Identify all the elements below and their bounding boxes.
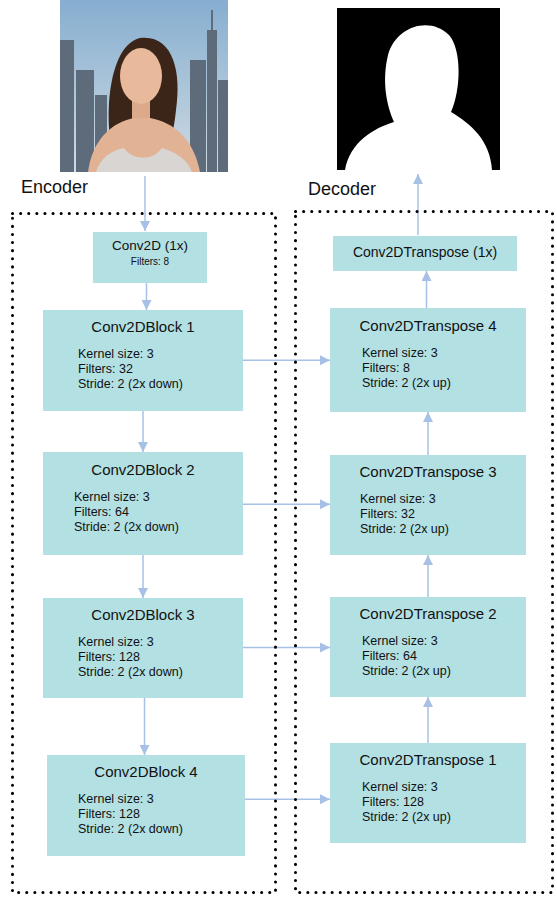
flow-arrow	[146, 283, 148, 310]
layer-parameter: Filters: 32	[360, 507, 415, 522]
dotted-border	[296, 212, 553, 893]
flow-arrow	[142, 555, 144, 598]
layer-box: Conv2DTranspose (1x)	[333, 236, 517, 271]
section-heading: Decoder	[308, 178, 376, 200]
layer-box: Conv2DBlock 3 Kernel size: 3Filters: 128S…	[43, 598, 243, 698]
flow-arrow	[427, 412, 429, 455]
layer-parameter: Kernel size: 3	[78, 792, 154, 807]
layer-box: Conv2DTranspose 2 Kernel size: 3Filters: …	[330, 597, 526, 697]
layer-box: Conv2DBlock 2 Kernel size: 3Filters: 64St…	[43, 452, 243, 555]
flow-arrow	[426, 271, 428, 308]
layer-parameter: Filters: 64	[362, 649, 417, 664]
layer-title: Conv2DTranspose 4	[359, 317, 496, 335]
input-photo	[60, 0, 228, 172]
mask-silhouette	[345, 25, 492, 170]
layer-title: Conv2DTranspose 2	[359, 605, 496, 623]
layer-parameter: Kernel size: 3	[74, 490, 150, 505]
layer-parameter: Stride: 2 (2x down)	[78, 377, 183, 392]
layer-parameter: Stride: 2 (2x down)	[78, 665, 183, 680]
photo-buildings	[60, 10, 228, 172]
network-section: Conv2DTranspose (1x) Conv2DTranspose 4 Ker…	[294, 210, 554, 894]
network-section: Conv2D (1x) Filters: 8 Conv2DBlock 1 Kernel…	[11, 212, 277, 894]
layer-parameter: Kernel size: 3	[362, 780, 438, 795]
layer-parameter: Filters: 128	[362, 795, 424, 810]
layer-title: Conv2DBlock 4	[94, 763, 197, 781]
flow-arrow	[245, 799, 330, 801]
flow-arrow	[243, 647, 330, 649]
layer-parameter: Filters: 8	[362, 361, 410, 376]
layer-parameter: Filters: 32	[78, 362, 133, 377]
layer-title: Conv2DBlock 2	[91, 461, 194, 479]
layer-parameter: Filters: 64	[74, 505, 129, 520]
layer-parameter: Stride: 2 (2x down)	[78, 822, 183, 837]
layer-parameter: Filters: 128	[78, 650, 140, 665]
flow-arrow	[243, 360, 330, 362]
layer-title: Conv2DBlock 1	[91, 318, 194, 336]
flow-arrow	[427, 555, 429, 597]
photo-sky	[60, 0, 228, 172]
layer-box: Conv2DBlock 4 Kernel size: 3Filters: 128S…	[47, 755, 245, 856]
layer-parameter: Stride: 2 (2x up)	[362, 376, 451, 391]
layer-box: Conv2DTranspose 4 Kernel size: 3Filters: …	[330, 308, 526, 412]
layer-parameter: Kernel size: 3	[362, 634, 438, 649]
input-arrow	[144, 176, 146, 231]
flow-arrow	[243, 504, 330, 506]
layer-title: Conv2D (1x)	[112, 238, 188, 254]
photo-person	[88, 38, 200, 172]
layer-parameter: Filters: 128	[78, 807, 140, 822]
layer-title: Conv2DTranspose 1	[359, 751, 496, 769]
section-heading: Encoder	[21, 176, 88, 198]
layer-parameter: Stride: 2 (2x up)	[360, 522, 449, 537]
layer-parameter: Kernel size: 3	[78, 635, 154, 650]
layer-parameter: Stride: 2 (2x down)	[74, 520, 179, 535]
layer-title: Conv2DBlock 3	[91, 606, 194, 624]
layer-box: Conv2D (1x) Filters: 8	[93, 232, 207, 283]
flow-arrow	[427, 697, 429, 743]
dotted-border	[13, 214, 276, 893]
layer-parameter: Stride: 2 (2x up)	[362, 810, 451, 825]
layer-parameter: Stride: 2 (2x up)	[362, 664, 451, 679]
output-arrow	[417, 174, 419, 235]
layer-title: Conv2DTranspose 3	[359, 463, 496, 481]
layer-box: Conv2DTranspose 3 Kernel size: 3Filters: …	[330, 455, 526, 555]
layer-title: Conv2DTranspose (1x)	[353, 244, 497, 261]
layer-parameter: Kernel size: 3	[78, 347, 154, 362]
layer-box: Conv2DBlock 1 Kernel size: 3Filters: 32St…	[43, 310, 243, 411]
flow-arrow	[142, 411, 144, 452]
layer-parameter: Kernel size: 3	[362, 346, 438, 361]
layer-parameter: Filters: 8	[131, 256, 169, 268]
mask-background	[337, 8, 500, 170]
layer-parameter: Kernel size: 3	[360, 492, 436, 507]
flow-arrow	[144, 698, 146, 755]
output-mask	[337, 8, 500, 170]
layer-box: Conv2DTranspose 1 Kernel size: 3Filters: …	[330, 743, 526, 843]
